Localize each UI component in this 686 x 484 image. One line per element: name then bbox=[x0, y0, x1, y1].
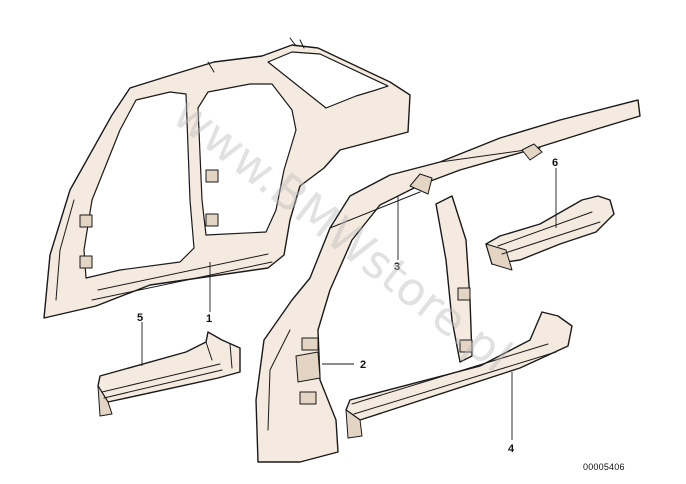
part-3-roof-rail-and-pillars[interactable] bbox=[255, 99, 641, 463]
callout-1: 1 bbox=[206, 313, 212, 325]
callout-4: 4 bbox=[508, 443, 515, 455]
callout-3: 3 bbox=[394, 261, 400, 273]
callout-2: 2 bbox=[360, 359, 366, 371]
callout-6: 6 bbox=[552, 157, 558, 169]
callout-5: 5 bbox=[137, 312, 143, 324]
part-1-side-frame[interactable] bbox=[43, 37, 411, 319]
part-2-pillar-panel[interactable] bbox=[295, 351, 321, 383]
callout-leaders bbox=[141, 168, 557, 440]
reference-number: 00005406 bbox=[583, 462, 625, 472]
part-5-sill-reinforcement[interactable] bbox=[97, 331, 241, 417]
part-4-rocker-panel[interactable] bbox=[345, 311, 573, 439]
part-6-rear-sill-extension[interactable] bbox=[485, 195, 615, 271]
